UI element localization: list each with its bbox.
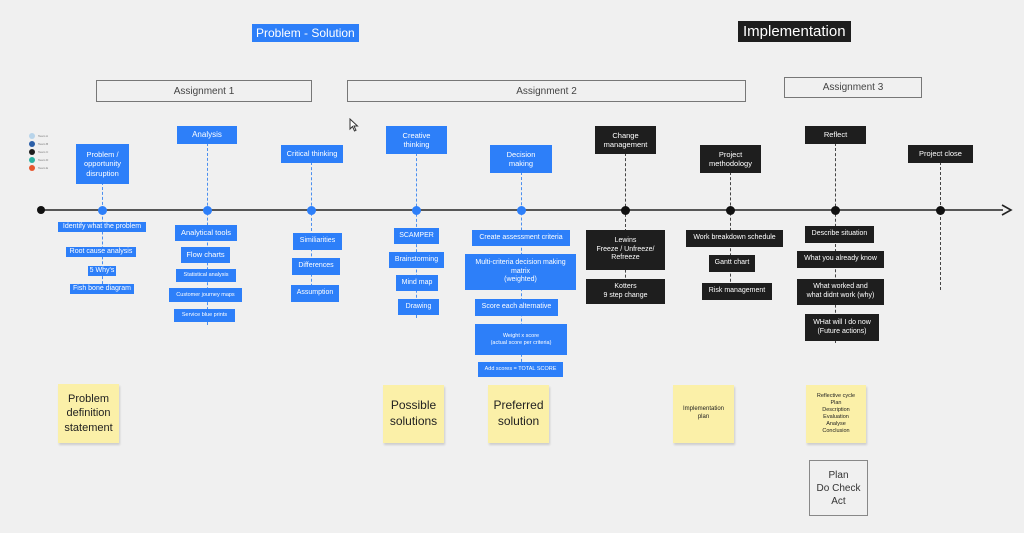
sticky-implementation-plan[interactable]: Implementation plan xyxy=(673,385,734,443)
timeline-node-close[interactable] xyxy=(936,206,945,215)
change-item[interactable]: Lewins Freeze / Unfreeze/ Refreeze xyxy=(586,230,665,270)
implementation-title: Implementation xyxy=(738,21,851,42)
legend-item: Team E xyxy=(29,164,48,172)
pdca-box[interactable]: Plan Do Check Act xyxy=(809,460,868,516)
timeline-start-dot xyxy=(37,206,45,214)
timeline-node-problem[interactable] xyxy=(98,206,107,215)
decision-item[interactable]: Weight x score (actual score per criteri… xyxy=(475,324,567,355)
assignment-2-box[interactable]: Assignment 2 xyxy=(347,80,746,102)
decision-item[interactable]: Create assessment criteria xyxy=(472,230,570,246)
legend-dot-icon xyxy=(29,157,35,163)
creative-item[interactable]: Brainstorming xyxy=(389,252,444,268)
critical-item[interactable]: Differences xyxy=(292,258,340,275)
analysis-item[interactable]: Customer journey maps xyxy=(169,288,242,302)
creative-item[interactable]: SCAMPER xyxy=(394,228,439,244)
project-item[interactable]: Gantt chart xyxy=(709,255,755,272)
connector-reflect xyxy=(835,143,836,343)
legend-label: Team C xyxy=(38,150,49,154)
stage-critical-thinking[interactable]: Critical thinking xyxy=(281,145,343,163)
assignment-3-label: Assignment 3 xyxy=(822,82,884,93)
legend-label: Team E xyxy=(38,166,49,170)
legend-item: Team D xyxy=(29,156,48,164)
stage-creative-thinking[interactable]: Creative thinking xyxy=(386,126,447,154)
timeline-node-decision[interactable] xyxy=(517,206,526,215)
stage-project-methodology[interactable]: Project methodology xyxy=(700,145,761,173)
sticky-problem-definition[interactable]: Problem definition statement xyxy=(58,384,119,443)
stage-reflect[interactable]: Reflect xyxy=(805,126,866,144)
project-item[interactable]: Work breakdown schedule xyxy=(686,230,783,247)
critical-item[interactable]: Assumption xyxy=(291,285,339,302)
legend-label: Team B xyxy=(38,142,49,146)
mouse-cursor-icon xyxy=(349,118,359,132)
legend-dot-icon xyxy=(29,149,35,155)
problem-item[interactable]: 5 Why's xyxy=(88,266,116,276)
problem-item[interactable]: Fish bone diagram xyxy=(70,284,134,294)
legend-dot-icon xyxy=(29,165,35,171)
connector-change xyxy=(625,153,626,303)
reflect-item[interactable]: WHat will I do now (Future actions) xyxy=(805,314,879,341)
timeline-node-reflect[interactable] xyxy=(831,206,840,215)
sticky-reflective-cycle[interactable]: Reflective cycle Plan Description Evalua… xyxy=(806,385,866,443)
problem-item[interactable]: Identify what the problem xyxy=(58,222,146,232)
team-legend: Team A Team B Team C Team D Team E xyxy=(29,132,48,172)
connector-critical xyxy=(311,162,312,302)
decision-item[interactable]: Multi-criteria decision making matrix (w… xyxy=(465,254,576,290)
assignment-2-label: Assignment 2 xyxy=(516,85,577,97)
sticky-possible-solutions[interactable]: Possible solutions xyxy=(383,385,444,443)
assignment-1-label: Assignment 1 xyxy=(173,85,235,97)
creative-item[interactable]: Drawing xyxy=(398,299,439,315)
legend-label: Team A xyxy=(38,134,49,138)
decision-item[interactable]: Add scores = TOTAL SCORE xyxy=(478,362,563,377)
stage-analysis[interactable]: Analysis xyxy=(177,126,237,144)
sticky-preferred-solution[interactable]: Preferred solution xyxy=(488,385,549,443)
timeline-node-critical[interactable] xyxy=(307,206,316,215)
reflect-item[interactable]: What you already know xyxy=(797,251,884,268)
analysis-item[interactable]: Flow charts xyxy=(181,247,230,263)
legend-dot-icon xyxy=(29,133,35,139)
assignment-3-box[interactable]: Assignment 3 xyxy=(784,77,922,98)
project-item[interactable]: Risk management xyxy=(702,283,772,300)
legend-item: Team A xyxy=(29,132,48,140)
stage-problem[interactable]: Problem / opportunity disruption xyxy=(76,144,129,184)
timeline-node-creative[interactable] xyxy=(412,206,421,215)
stage-project-close[interactable]: Project close xyxy=(908,145,973,163)
analysis-item[interactable]: Statistical analysis xyxy=(176,269,236,282)
connector-close xyxy=(940,162,941,290)
timeline-node-change[interactable] xyxy=(621,206,630,215)
problem-solution-title: Problem - Solution xyxy=(252,24,359,42)
legend-item: Team B xyxy=(29,140,48,148)
analysis-item[interactable]: Service blue prints xyxy=(174,309,235,322)
legend-label: Team D xyxy=(38,158,49,162)
timeline-node-project[interactable] xyxy=(726,206,735,215)
analysis-item[interactable]: Analytical tools xyxy=(175,225,237,241)
problem-item[interactable]: Root cause analysis xyxy=(66,247,136,257)
change-item[interactable]: Kotters 9 step change xyxy=(586,279,665,304)
creative-item[interactable]: Mind map xyxy=(396,275,438,291)
reflect-item[interactable]: Describe situation xyxy=(805,226,874,243)
critical-item[interactable]: Similiarities xyxy=(293,233,342,250)
stage-decision-making[interactable]: Decision making xyxy=(490,145,552,173)
reflect-item[interactable]: What worked and what didnt work (why) xyxy=(797,279,884,305)
legend-item: Team C xyxy=(29,148,48,156)
assignment-1-box[interactable]: Assignment 1 xyxy=(96,80,312,102)
legend-dot-icon xyxy=(29,141,35,147)
decision-item[interactable]: Score each alternative xyxy=(475,299,558,316)
stage-change-management[interactable]: Change management xyxy=(595,126,656,154)
timeline-node-analysis[interactable] xyxy=(203,206,212,215)
connector-problem xyxy=(102,182,103,294)
